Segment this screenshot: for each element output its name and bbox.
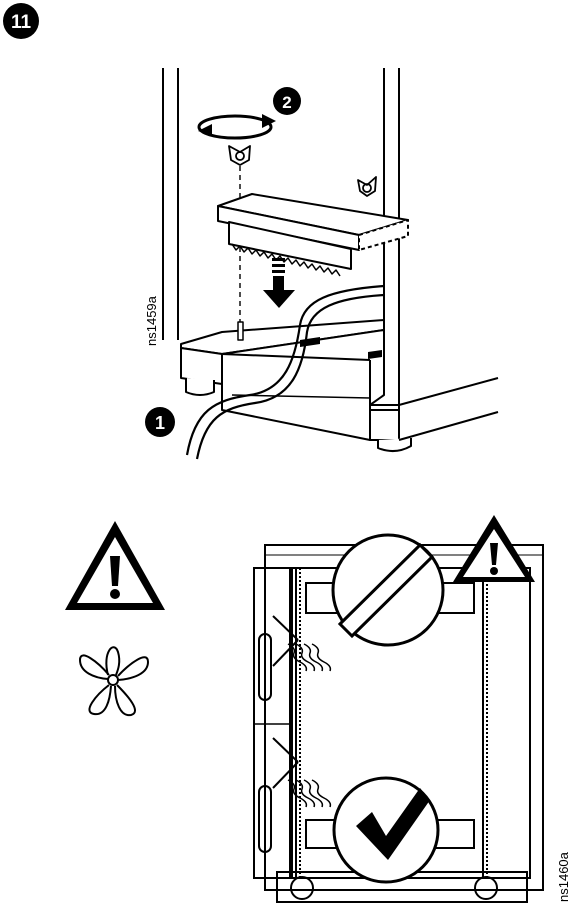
rack-base [180, 319, 499, 452]
warning-icon [65, 521, 165, 610]
power-cable [185, 284, 385, 460]
callout-2-label: 2 [282, 93, 291, 112]
checkmark-icon [332, 776, 440, 884]
step-badge-label: 11 [11, 12, 32, 33]
callout-1-label: 1 [155, 413, 165, 433]
step-badge: 11 [3, 3, 39, 39]
drawing-code-bottom: ns1460a [556, 851, 571, 902]
drawing-code-top: ns1459a [144, 295, 159, 346]
pdu-unit [217, 193, 409, 277]
callout-2: 2 [273, 87, 301, 115]
wing-nut-icon [228, 145, 251, 166]
callout-1: 1 [145, 407, 175, 437]
top-illustration: 2 [145, 68, 499, 460]
warning-icon [453, 515, 535, 582]
fan-icon [78, 646, 150, 717]
rotate-arrow-icon [197, 114, 276, 140]
wing-nut-icon [357, 176, 377, 197]
down-arrow-icon [263, 258, 295, 308]
prohibited-icon [331, 533, 445, 647]
